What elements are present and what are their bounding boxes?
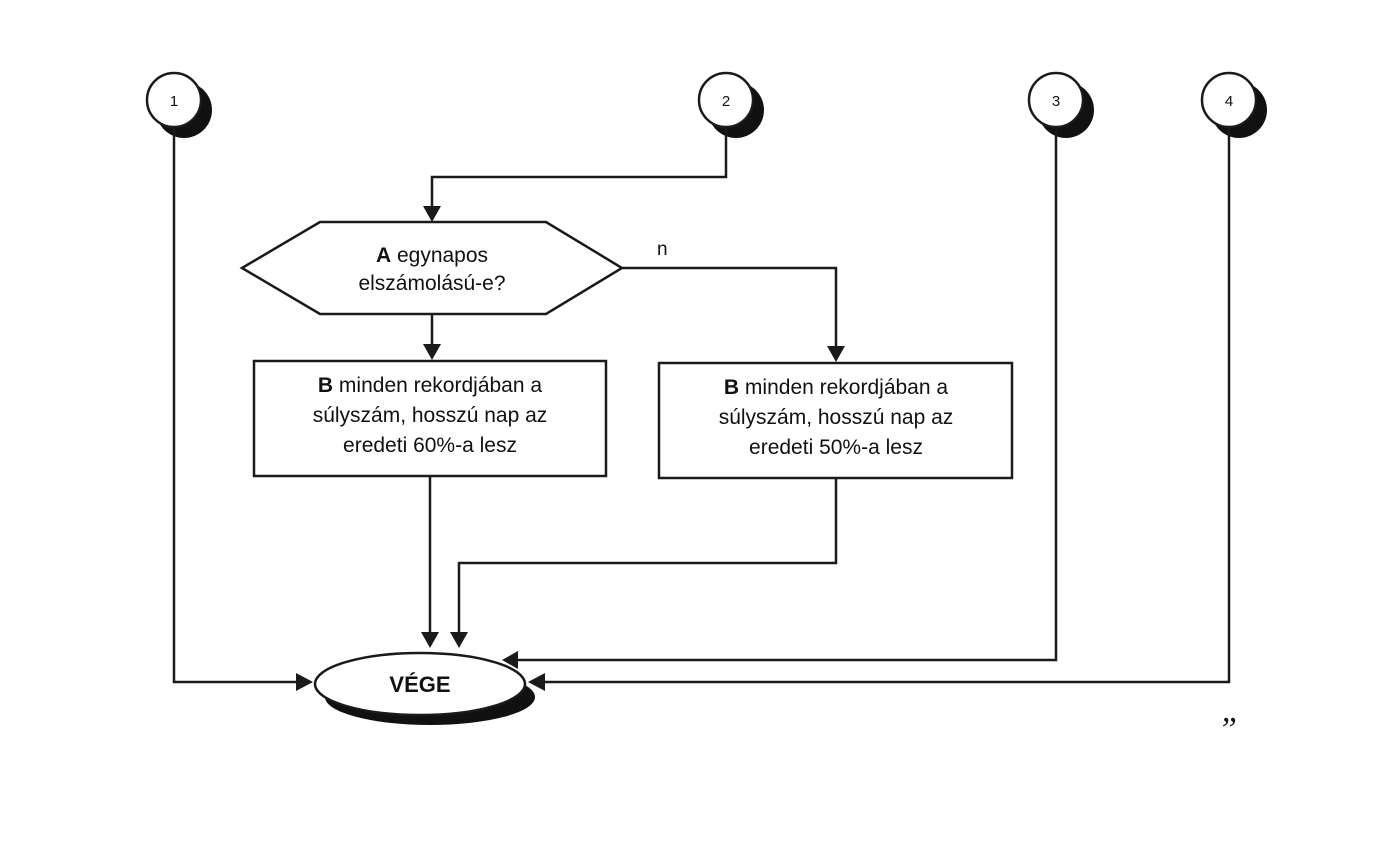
process-left-bold-letter: B <box>318 374 333 397</box>
connector-2: 2 <box>697 71 764 138</box>
process-right-bold-letter: B <box>724 376 739 399</box>
process-left-line-1: B minden rekordjában a <box>318 374 542 397</box>
decision-bold-letter: A <box>376 244 391 267</box>
connector-4-label: 4 <box>1225 93 1233 110</box>
connector-3: 3 <box>1027 71 1094 138</box>
connector-4: 4 <box>1200 71 1267 138</box>
arrow-to-decision <box>423 206 441 222</box>
connector-1: 1 <box>145 71 212 138</box>
arrow-left-to-end <box>421 632 439 648</box>
process-right-line-1: B minden rekordjában a <box>724 376 948 399</box>
flow-line-2-to-decision <box>430 128 728 208</box>
flow-line-right-to-end <box>457 478 838 634</box>
process-right-line-2: súlyszám, hosszú nap az <box>719 406 954 429</box>
process-box-right: B minden rekordjában a súlyszám, hosszú … <box>657 361 1014 480</box>
decision-node: A egynapos elszámolású-e? <box>239 220 625 316</box>
flow-line-decision-to-right <box>622 266 838 348</box>
connector-1-label: 1 <box>170 93 178 110</box>
arrow-3-to-end <box>502 651 518 669</box>
closing-quote-mark: ” <box>1218 711 1237 748</box>
decision-line-2: elszámolású-e? <box>358 272 505 295</box>
process-left-line-2: súlyszám, hosszú nap az <box>313 404 548 427</box>
end-terminator: VÉGE <box>313 651 535 725</box>
process-left-line-3: eredeti 60%-a lesz <box>343 434 517 457</box>
decision-line-1-rest: egynapos <box>391 244 488 267</box>
no-branch-label: n <box>657 239 668 260</box>
arrow-to-left-process <box>423 344 441 360</box>
arrow-right-to-end <box>450 632 468 648</box>
decision-line-1: A egynapos <box>376 244 488 267</box>
flow-line-3-to-end <box>516 128 1058 662</box>
arrow-4-to-end <box>528 673 545 691</box>
arrow-to-right-process <box>827 346 845 362</box>
flow-line-1-to-end <box>172 128 298 684</box>
process-left-line-1-rest: minden rekordjában a <box>333 374 542 397</box>
flow-line-4-to-end <box>543 128 1231 684</box>
end-label: VÉGE <box>389 672 450 697</box>
connector-2-label: 2 <box>722 93 730 110</box>
arrow-1-to-end <box>296 673 313 691</box>
process-right-line-3: eredeti 50%-a lesz <box>749 436 923 459</box>
connector-3-label: 3 <box>1052 93 1060 110</box>
process-box-left: B minden rekordjában a súlyszám, hosszú … <box>252 359 608 478</box>
process-right-line-1-rest: minden rekordjában a <box>739 376 948 399</box>
